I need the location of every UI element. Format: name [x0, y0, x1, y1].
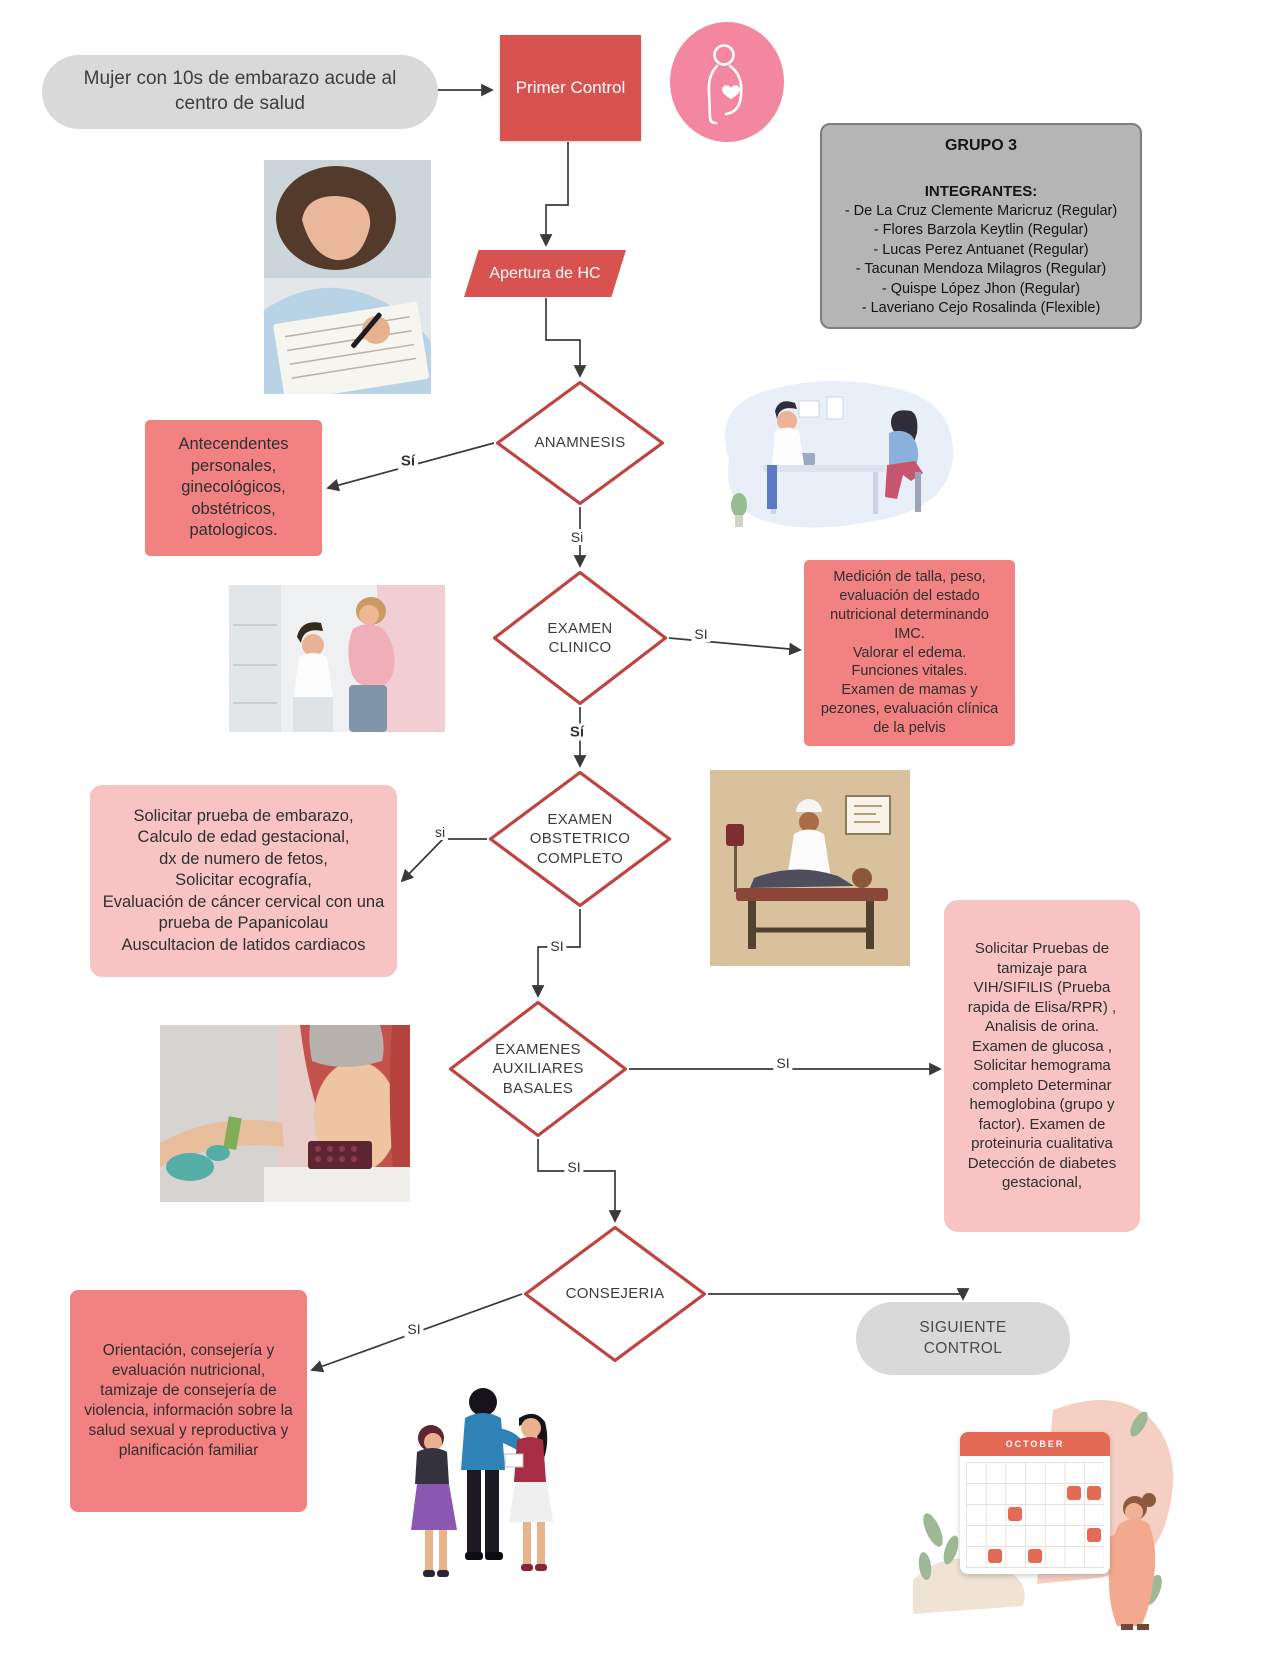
connector-apertura-to-anamnesis — [545, 298, 587, 378]
solicitar-embarazo-box: Solicitar prueba de embarazo, Calculo de… — [90, 785, 397, 977]
illustration-calendar-pregnant: OCTOBER — [903, 1380, 1179, 1632]
calendar-month-label: OCTOBER — [960, 1432, 1110, 1456]
group-title: GRUPO 3 — [944, 137, 1017, 154]
calendar-card: OCTOBER — [960, 1432, 1110, 1574]
orientacion-box: Orientación, consejería y evaluación nut… — [70, 1290, 307, 1512]
antecedentes-box: Antecendentes personales, ginecológicos,… — [145, 420, 322, 556]
pregnant-woman-icon — [668, 20, 786, 144]
consejeria-node: CONSEJERIA — [523, 1225, 707, 1363]
edge-label-clinico-medicion: SI — [691, 626, 711, 642]
photo-blood-test — [160, 1025, 410, 1202]
illustration-counseling-people — [393, 1358, 571, 1592]
group-member: - Tacunan Mendoza Milagros (Regular) — [855, 261, 1107, 278]
apertura-hc-node: Apertura de HC — [464, 250, 626, 297]
examenes-auxiliares-label: EXAMENES AUXILIARES BASALES — [492, 1040, 584, 1097]
connector-consejeria-to-siguiente — [708, 1288, 970, 1301]
examen-clinico-label: EXAMEN CLINICO — [547, 619, 613, 657]
connector-obstetrico-to-solicitar — [400, 838, 487, 883]
connector-clinico-to-medicion — [668, 637, 802, 656]
orientacion-text: Orientación, consejería y evaluación nut… — [84, 1341, 293, 1460]
siguiente-control-node: SIGUIENTE CONTROL — [856, 1302, 1070, 1375]
edge-label-anamnesis-clinico: Si — [567, 529, 587, 545]
calendar-grid — [966, 1462, 1104, 1568]
edge-label-anamnesis-antecedentes: Sí — [397, 452, 419, 470]
group-subtitle: INTEGRANTES: — [924, 183, 1038, 200]
group-info-box: GRUPO 3 INTEGRANTES: - De La Cruz Clemen… — [820, 123, 1142, 329]
connector-primer-control-to-apertura — [539, 142, 569, 247]
examenes-auxiliares-node: EXAMENES AUXILIARES BASALES — [448, 1000, 628, 1138]
edge-label-consejeria-orientacion: SI — [404, 1321, 424, 1337]
medicion-box: Medición de talla, peso, evaluación del … — [804, 560, 1015, 746]
edge-label-clinico-obstetrico: Sí — [566, 723, 588, 741]
photo-woman-writing — [264, 160, 431, 394]
examen-obstetrico-label: EXAMEN OBSTETRICO COMPLETO — [529, 810, 631, 867]
examen-clinico-node: EXAMEN CLINICO — [492, 570, 668, 706]
group-member: - Laveriano Cejo Rosalinda (Flexible) — [861, 300, 1101, 317]
edge-label-auxiliares-consejeria: SI — [564, 1159, 584, 1175]
photo-clinical-exam — [229, 585, 445, 732]
illustration-obstetric-exam — [710, 770, 910, 966]
antecedentes-text: Antecendentes personales, ginecológicos,… — [178, 435, 289, 540]
consejeria-label: CONSEJERIA — [565, 1285, 665, 1303]
connector-auxiliares-to-consejeria — [537, 1139, 622, 1223]
start-node: Mujer con 10s de embarazo acude al centr… — [42, 55, 438, 129]
group-member: - De La Cruz Clemente Maricruz (Regular) — [844, 203, 1118, 219]
solicitar-embarazo-text: Solicitar prueba de embarazo, Calculo de… — [102, 806, 385, 954]
primer-control-node: Primer Control — [500, 35, 641, 141]
apertura-hc-label: Apertura de HC — [489, 264, 601, 282]
illustration-consultation — [703, 367, 961, 534]
siguiente-control-label: SIGUIENTE CONTROL — [919, 1319, 1007, 1357]
edge-label-obstetrico-solicitar: si — [431, 824, 449, 840]
group-member: - Quispe López Jhon (Regular) — [881, 280, 1081, 297]
pruebas-tamizaje-text: Solicitar Pruebas de tamizaje para VIH/S… — [967, 940, 1117, 1192]
anamnesis-node: ANAMNESIS — [495, 380, 665, 506]
group-member: - Flores Barzola Keytlin (Regular) — [873, 222, 1089, 239]
examen-obstetrico-node: EXAMEN OBSTETRICO COMPLETO — [488, 770, 672, 908]
primer-control-label: Primer Control — [515, 78, 626, 97]
medicion-text: Medición de talla, peso, evaluación del … — [820, 569, 999, 736]
edge-label-auxiliares-pruebas: SI — [773, 1055, 793, 1071]
pruebas-tamizaje-box: Solicitar Pruebas de tamizaje para VIH/S… — [944, 900, 1140, 1232]
group-member: - Lucas Perez Antuanet (Regular) — [873, 241, 1089, 258]
edge-label-obstetrico-auxiliares: SI — [547, 938, 567, 954]
anamnesis-label: ANAMNESIS — [534, 434, 626, 452]
start-node-label: Mujer con 10s de embarazo acude al centr… — [83, 68, 397, 114]
